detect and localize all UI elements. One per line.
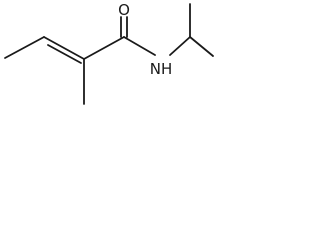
bond-c2-c3-double-inner [47, 44, 82, 64]
atom-label-oxygen: O [118, 1, 130, 19]
bond-c4-n [123, 36, 156, 56]
atom-label-nitrogen: NH [150, 60, 173, 78]
bond-c3-c4 [83, 36, 125, 60]
bond-c2-c3-single [43, 36, 85, 60]
bond-c5-c7 [189, 36, 214, 57]
bond-n-c5 [169, 36, 191, 56]
structure-diagram: O NH [4, 1, 214, 105]
bond-c1-c2 [4, 36, 45, 59]
